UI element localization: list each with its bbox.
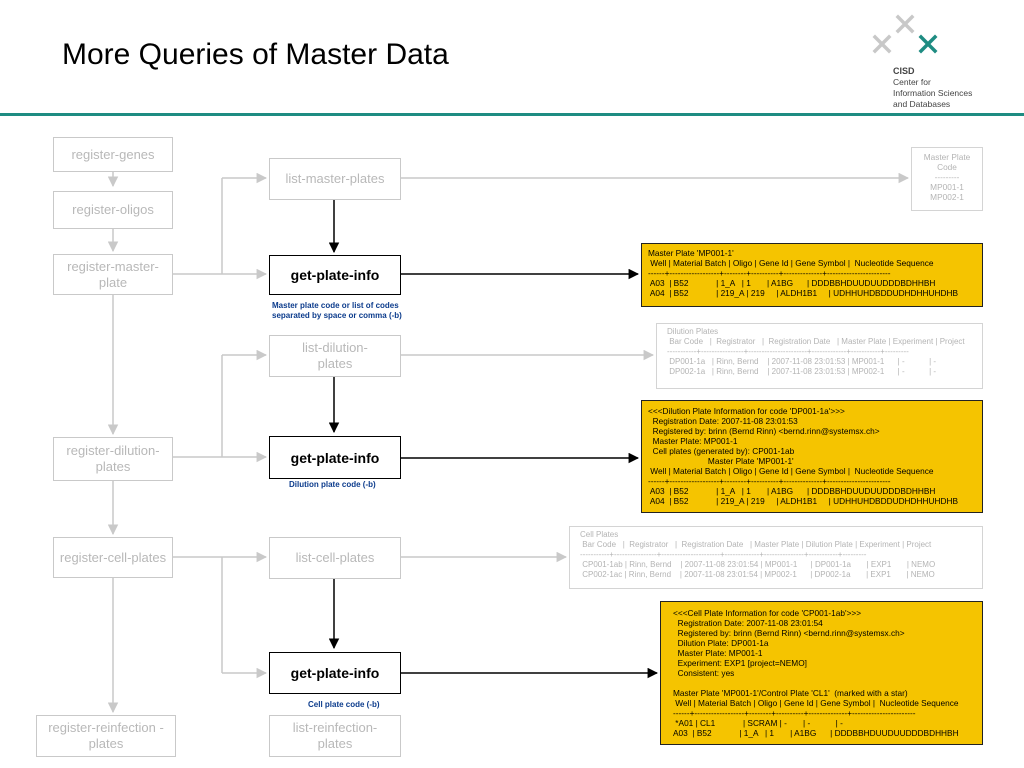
get-plate-info-dilution-box[interactable]: get-plate-info [269, 436, 401, 479]
register-genes-label: register-genes [71, 146, 155, 162]
logo-abbr: CISD [893, 66, 915, 76]
register-cell-plates-label: register-cell-plates [59, 549, 167, 565]
cell-list-output: Cell Plates Bar Code | Registrator | Reg… [569, 526, 983, 589]
master-list-output: Master Plate Code --------- MP001-1 MP00… [911, 147, 983, 211]
register-dilution-plates-label: register-dilution-plates [66, 443, 160, 474]
register-reinfection-plates-label: register-reinfection - plates [48, 720, 164, 751]
list-reinfection-plates-box[interactable]: list-reinfection-plates [269, 715, 401, 757]
get-plate-info-master-label: get-plate-info [290, 267, 380, 283]
list-master-plates-box[interactable]: list-master-plates [269, 158, 401, 200]
register-oligos-box[interactable]: register-oligos [53, 191, 173, 229]
register-cell-plates-box[interactable]: register-cell-plates [53, 537, 173, 578]
register-oligos-label: register-oligos [72, 202, 154, 217]
list-master-plates-label: list-master-plates [285, 171, 385, 186]
get-plate-info-dilution-label: get-plate-info [290, 449, 380, 466]
logo-line1: Center for [893, 77, 931, 87]
list-cell-plates-label: list-cell-plates [295, 550, 375, 565]
list-dilution-plates-label: list-dilution-plates [302, 340, 368, 371]
dilution-info-output: <<<Dilution Plate Information for code '… [641, 400, 983, 513]
register-reinfection-plates-box[interactable]: register-reinfection - plates [36, 715, 176, 757]
logo-line2: Information Sciences [893, 88, 973, 98]
register-master-plate-box[interactable]: register-master-plate [53, 254, 173, 295]
get-plate-info-master-box[interactable]: get-plate-info [269, 255, 401, 295]
master-info-output: Master Plate 'MP001-1' Well | Material B… [641, 243, 983, 307]
cisd-logo-icon [872, 14, 938, 54]
cell-info-output: <<<Cell Plate Information for code 'CP00… [660, 601, 983, 745]
cisd-logo: CISD Center for Information Sciences and… [893, 66, 972, 110]
logo-line3: and Databases [893, 99, 951, 109]
header-rule [0, 113, 1024, 116]
get-plate-info-cell-box[interactable]: get-plate-info [269, 652, 401, 694]
register-genes-box[interactable]: register-genes [53, 137, 173, 172]
register-dilution-plates-box[interactable]: register-dilution-plates [53, 437, 173, 481]
dilution-plate-note: Dilution plate code (-b) [289, 480, 376, 489]
page-title: More Queries of Master Data [62, 38, 449, 71]
master-plate-note: Master plate code or list of codes separ… [272, 301, 402, 320]
list-reinfection-plates-label: list-reinfection-plates [292, 720, 378, 751]
list-cell-plates-box[interactable]: list-cell-plates [269, 537, 401, 579]
cell-plate-note: Cell plate code (-b) [308, 700, 380, 709]
dilution-list-output: Dilution Plates Bar Code | Registrator |… [656, 323, 983, 389]
register-master-plate-label: register-master-plate [67, 258, 159, 290]
list-dilution-plates-box[interactable]: list-dilution-plates [269, 335, 401, 377]
get-plate-info-cell-label: get-plate-info [290, 665, 380, 681]
